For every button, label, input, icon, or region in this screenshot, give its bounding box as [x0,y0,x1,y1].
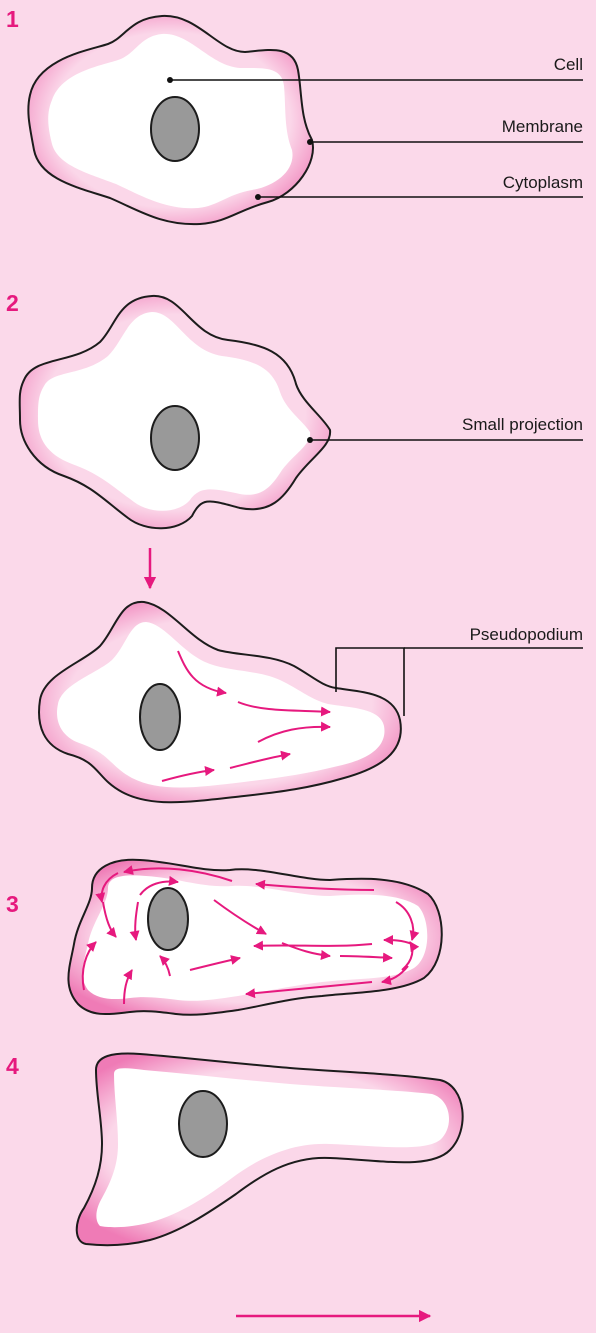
membrane-label: Membrane [502,117,583,136]
step-1: 1 Cell Membrane Cytoplasm [6,6,583,224]
step-4-number: 4 [6,1053,19,1079]
small-projection-label: Small projection [462,415,583,434]
cell-2b-nucleus [140,684,180,750]
step-2: 2 Small projection Pseudopodium [6,290,583,802]
cell-label: Cell [554,55,583,74]
step-1-number: 1 [6,6,19,32]
step-3-number: 3 [6,891,19,917]
cell-4-nucleus [179,1091,227,1157]
pseudopodium-label: Pseudopodium [470,625,583,644]
step-4: 4 [6,1053,463,1316]
cell-1-nucleus [151,97,199,161]
step-2-number: 2 [6,290,19,316]
step-3: 3 [6,860,442,1015]
cell-2-nucleus [151,406,199,470]
cytoplasm-label: Cytoplasm [503,173,583,192]
cell-3-nucleus [148,888,188,950]
